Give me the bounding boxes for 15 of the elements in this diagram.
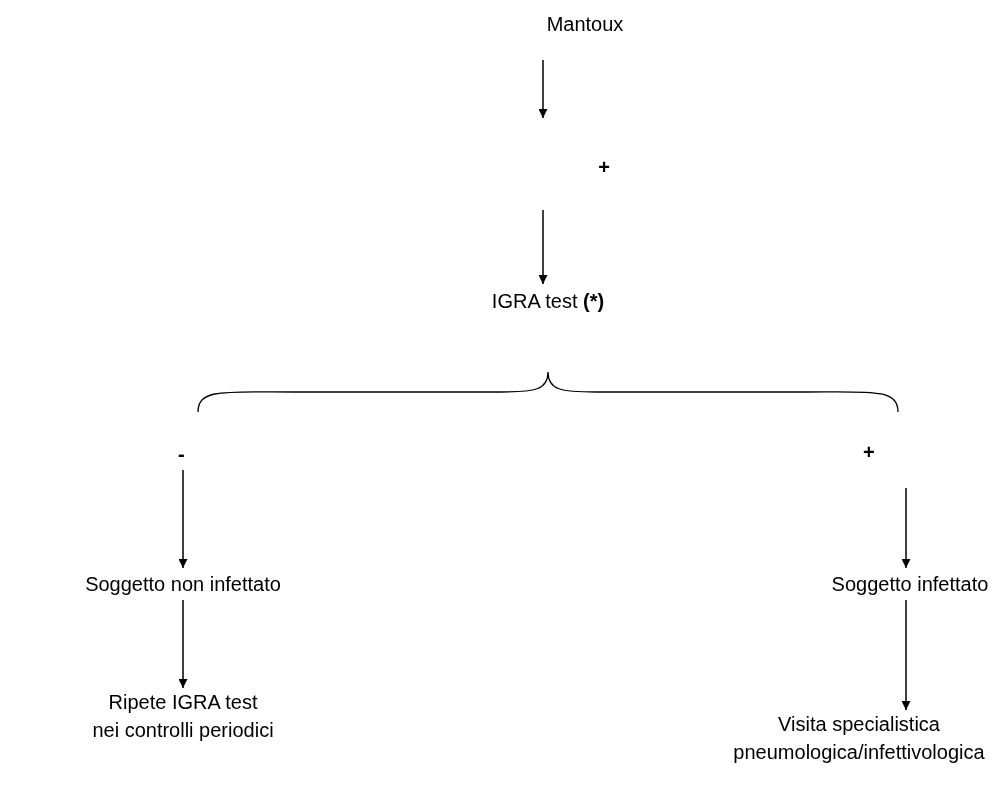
result-sign: - bbox=[178, 442, 185, 467]
arrow bbox=[178, 599, 188, 689]
outcome-label: Soggetto infettato bbox=[831, 572, 989, 597]
arrow bbox=[178, 469, 188, 569]
arrow bbox=[538, 59, 548, 119]
result-sign: + bbox=[863, 440, 875, 465]
arrow bbox=[538, 209, 548, 285]
action-label: Visita specialistica pneumologica/infettivologica bbox=[732, 712, 986, 765]
outcome-label: Soggetto non infettato bbox=[85, 572, 281, 597]
step-label: IGRA test (*) bbox=[491, 289, 605, 314]
result-sign: + bbox=[597, 155, 610, 180]
step-label: Mantoux bbox=[546, 12, 624, 37]
action-label: Ripete IGRA test nei controlli periodici bbox=[91, 690, 275, 743]
arrow bbox=[901, 487, 911, 569]
arrow bbox=[901, 599, 911, 711]
